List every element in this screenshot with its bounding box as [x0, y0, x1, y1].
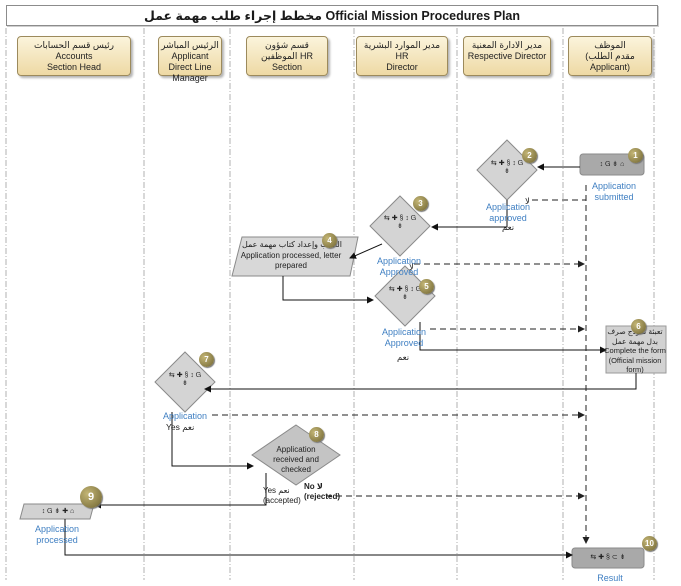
title-bar: مخطط إجراء طلب مهمة عمل Official Mission… [6, 5, 658, 26]
step7-yes-label: Yes نعم [166, 422, 195, 432]
page-title: مخطط إجراء طلب مهمة عمل Official Mission… [143, 9, 521, 23]
step8-yes-label: Yes نعم (accepted) [263, 486, 301, 505]
step10-glyph: ⇆ ✚ § ⊂ ⇟ [590, 554, 626, 561]
step8-no-label: No لا (rejected) [304, 482, 341, 501]
step2-glyph: ⇆ ✚ § ↕ Ꮐ ⇟ [490, 160, 524, 175]
step1-label: Application submitted [591, 181, 637, 202]
lane-header-respective-director: مدير الادارة المعنية Respective Director [463, 36, 551, 76]
step3-diamond [369, 195, 431, 257]
lane-header-hr-director-ar: مدير الموارد البشرية HR [363, 40, 441, 61]
step6-text: تعبئة نموذج صرف بدل مهمة عمل Complete th… [604, 327, 666, 374]
lane-header-hr-section-en: Section [271, 62, 303, 72]
step1-glyph: ↕ Ꮐ ⇟ ⌂ [599, 161, 625, 168]
step5-yes-label: نعم [397, 352, 410, 362]
lane-header-hr-section: قسم شؤون الموظفين HR Section [246, 36, 328, 76]
step9-label: Application processed [34, 524, 80, 545]
step2-yes-label: نعم [502, 222, 515, 232]
step3-no-label: لا [409, 262, 414, 272]
lane-header-accounts-en: Section Head [46, 62, 102, 72]
step1-box [579, 153, 645, 176]
solid-arrows [64, 163, 637, 559]
step10-number-badge: 10 [642, 536, 657, 551]
dashed-arrows [212, 185, 590, 544]
lane-header-line-manager-en: Applicant Direct Line Manager [168, 51, 212, 83]
step3-label: Application Approved [376, 256, 422, 277]
step7-label: Application [162, 411, 208, 421]
step9-box [19, 503, 95, 520]
lane-header-applicant-en: (مقدم الطلب Applicant) [585, 51, 635, 72]
step9-glyph: ↕ Ꮐ ⇟ ✚ ⌂ [41, 508, 75, 515]
lane-header-respective-director-en: Respective Director [467, 51, 547, 61]
lane-header-applicant-ar: الموظف [594, 40, 626, 50]
lane-header-respective-director-ar: مدير الادارة المعنية [471, 40, 543, 50]
step8-text: Application received and checked [273, 445, 319, 474]
step2-label: Application approved [485, 202, 531, 223]
step4-text-ar: الطلب وإعداد كتاب مهمة عمل [242, 240, 342, 249]
step8-number-badge: 8 [309, 427, 324, 442]
step7-diamond [154, 351, 216, 413]
lane-header-line-manager: الرئيس المباشر Applicant Direct Line Man… [158, 36, 222, 83]
lane-header-hr-director: مدير الموارد البشرية HR Director [356, 36, 448, 76]
step2-number-badge: 2 [522, 148, 537, 163]
step1-number-badge: 1 [628, 148, 643, 163]
step4-text-en: Application processed, letter prepared [240, 251, 342, 270]
step7-number-badge: 7 [199, 352, 214, 367]
lane-header-accounts: رئيس قسم الحسابات Accounts Section Head [17, 36, 131, 76]
step5-number-badge: 5 [419, 279, 434, 294]
step3-number-badge: 3 [413, 196, 428, 211]
step6-number-badge: 6 [631, 319, 646, 334]
step9-number-badge: 9 [80, 486, 102, 508]
step7-glyph: ⇆ ✚ § ↕ Ꮐ ⇟ [168, 372, 202, 387]
step2-no-label: لا [525, 196, 530, 206]
step4-number-badge: 4 [322, 233, 337, 248]
lane-header-line-manager-ar: الرئيس المباشر [161, 40, 219, 50]
step5-glyph: ⇆ ✚ § ↕ Ꮐ ⇟ [388, 286, 422, 301]
lane-separators [5, 28, 655, 580]
lane-header-accounts-ar: رئيس قسم الحسابات Accounts [34, 40, 114, 61]
step3-glyph: ⇆ ✚ § ↕ Ꮐ ⇟ [383, 215, 417, 230]
lane-header-hr-director-en: Director [386, 62, 418, 72]
step10-label: Result [597, 573, 623, 583]
step5-label: Application Approved [381, 327, 427, 348]
lane-header-applicant: الموظف (مقدم الطلب Applicant) [568, 36, 652, 76]
lane-header-hr-section-ar: قسم شؤون الموظفين HR [261, 40, 313, 61]
